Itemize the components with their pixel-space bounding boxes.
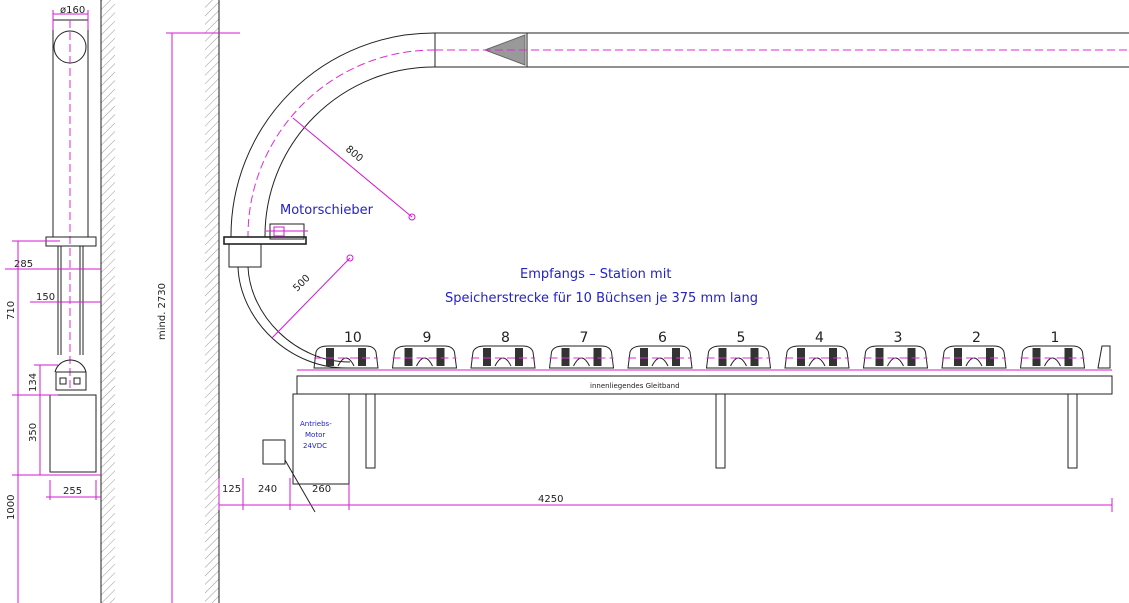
slot-can [941, 345, 1007, 369]
dim-134: 134 [28, 373, 39, 392]
leg-1 [365, 393, 376, 469]
dim-r500: 500 [291, 273, 312, 294]
wall-hatch-main [205, 0, 219, 603]
dim-2730: mind. 2730 [157, 283, 168, 340]
main-view: mind. 2730 Motorschieber 800 500 Empfang… [157, 0, 1129, 603]
slot-number: 4 [815, 330, 824, 346]
dim-710: 710 [6, 301, 17, 320]
side-motor-box [49, 394, 97, 473]
dim-240: 240 [258, 484, 277, 495]
drive-motor-box [292, 393, 350, 485]
slot-can [627, 345, 693, 369]
slot-number: 1 [1051, 330, 1060, 346]
dim-1000: 1000 [6, 495, 17, 520]
wall-hatch-left [101, 0, 115, 603]
dim-r800: 800 [343, 144, 365, 165]
bracket [223, 236, 307, 245]
slot-can [391, 345, 458, 369]
slot-number: 3 [894, 330, 903, 346]
belt-frame [296, 375, 1113, 395]
slot-number: 5 [737, 330, 746, 346]
slot-can [1019, 345, 1086, 369]
label-motor-line2: Motor [305, 431, 325, 439]
motor-square [262, 439, 286, 465]
label-belt: innenliegendes Gleitband [590, 382, 680, 390]
leg-2 [715, 393, 726, 469]
slot-group: 10 9 8 7 6 5 4 3 2 1 [313, 330, 1111, 369]
slot-number: 7 [580, 330, 589, 346]
dim-4250: 4250 [538, 494, 563, 505]
slot-can [470, 345, 536, 369]
dim-255: 255 [63, 486, 82, 497]
label-motor-line1: Antriebs- [300, 420, 332, 428]
dim-150: 150 [36, 292, 55, 303]
slot-number: 8 [501, 330, 510, 346]
slot-can [705, 345, 772, 369]
label-station-line1: Empfangs – Station mit [520, 267, 671, 282]
label-station-line2: Speicherstrecke für 10 Büchsen je 375 mm… [445, 291, 758, 306]
leg-3 [1067, 393, 1078, 469]
dim-260: 260 [312, 484, 331, 495]
slot-number: 6 [658, 330, 667, 346]
slot-can [862, 345, 929, 369]
dim-125: 125 [222, 484, 241, 495]
slot-can [548, 345, 615, 369]
end-stop [1097, 345, 1111, 369]
dim-diameter: ø160 [60, 5, 85, 16]
slot-number: 10 [344, 330, 362, 346]
label-motor-line3: 24VDC [303, 442, 327, 450]
dim-350: 350 [28, 423, 39, 442]
slot-number: 9 [423, 330, 432, 346]
side-view: ø160 285 150 710 134 350 1000 255 [5, 0, 115, 603]
slot-number: 2 [972, 330, 981, 346]
slot-can [313, 345, 379, 369]
slot-can [784, 345, 850, 369]
dim-285: 285 [14, 259, 33, 270]
label-motorschieber: Motorschieber [280, 203, 374, 218]
